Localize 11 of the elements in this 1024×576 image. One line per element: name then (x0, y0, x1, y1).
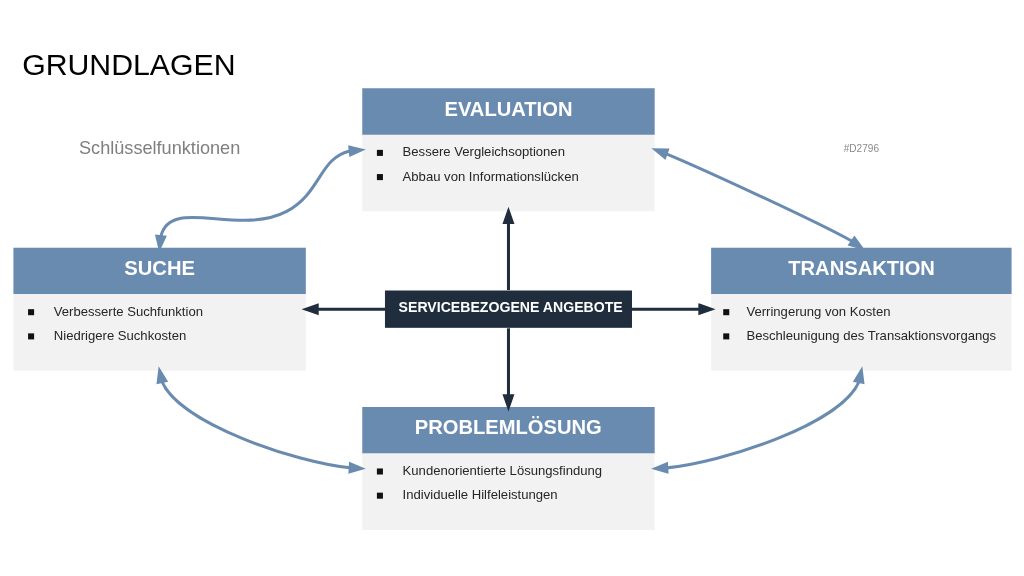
arrow (501, 327, 514, 412)
arrow (501, 206, 514, 290)
arrow (301, 302, 385, 315)
arrow (631, 302, 716, 315)
arrow (155, 365, 366, 474)
diagram-title: GRUNDLAGEN (21, 47, 236, 81)
label: Schlüsselfunktionen (78, 137, 240, 158)
node-box: SERVICEBEZOGENE ANGEBOTE (384, 290, 632, 328)
arrow (650, 147, 865, 250)
label: #D2796 (843, 142, 879, 154)
arrow (650, 365, 865, 474)
